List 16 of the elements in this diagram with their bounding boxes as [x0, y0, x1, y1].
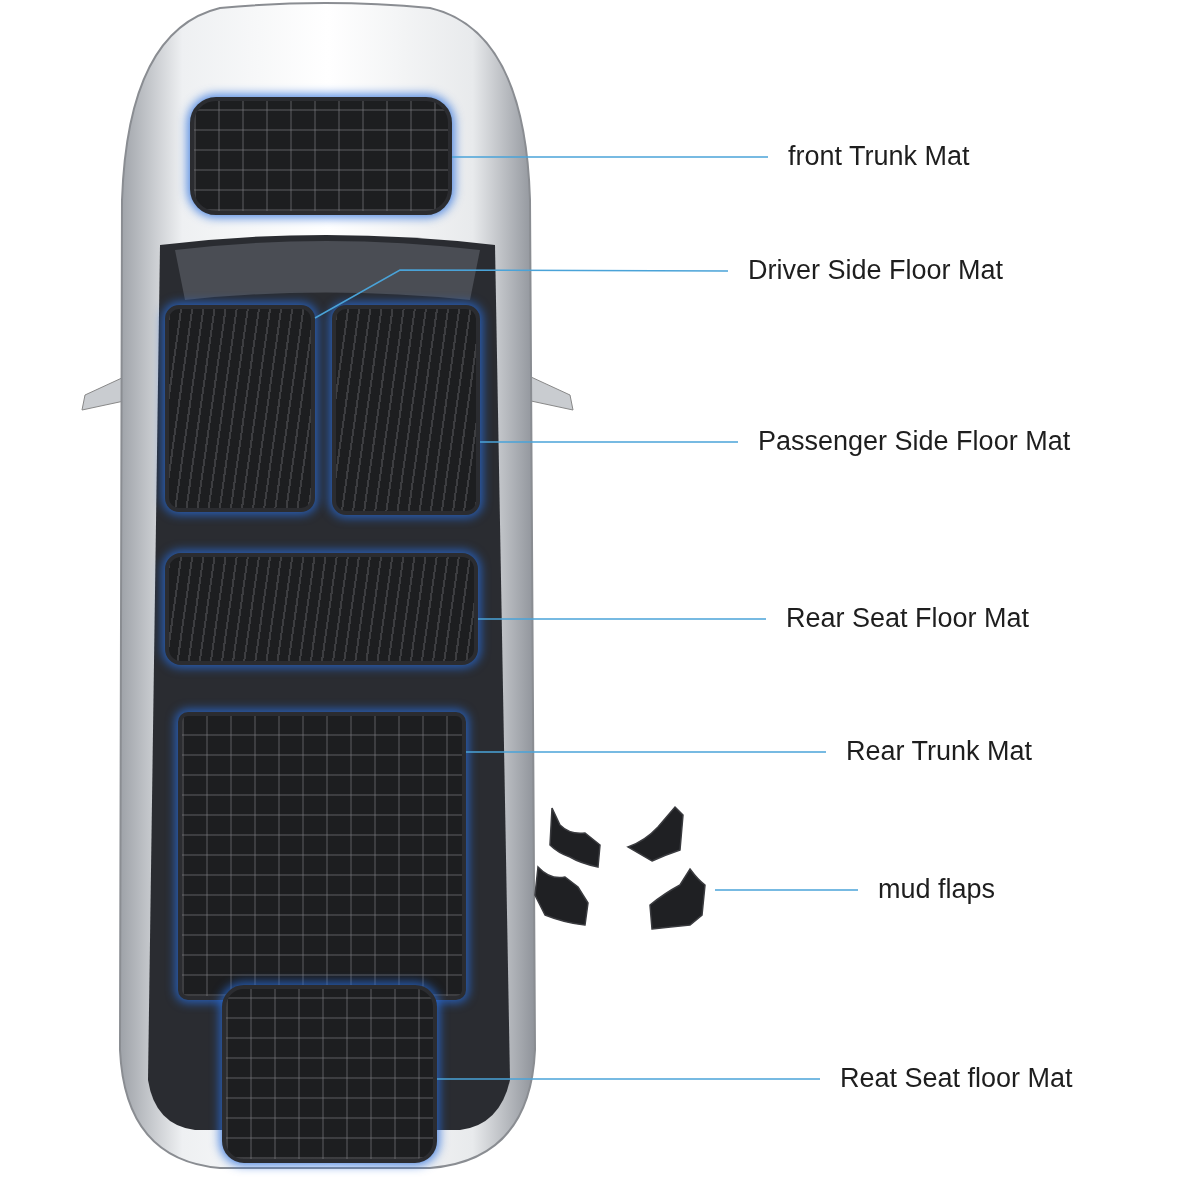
leader-line [714, 889, 859, 891]
rear-small-mat [222, 985, 437, 1163]
leader-line [465, 751, 827, 753]
leader-line [479, 441, 739, 443]
part-label: Passenger Side Floor Mat [758, 425, 1071, 457]
leader-line [451, 156, 769, 158]
part-label: Rear Trunk Mat [846, 735, 1033, 767]
part-label: Driver Side Floor Mat [748, 254, 1004, 286]
part-label: Reat Seat floor Mat [840, 1062, 1073, 1094]
leader-line [314, 269, 729, 319]
leader-line [436, 1078, 821, 1080]
part-label: mud flaps [878, 873, 996, 905]
part-label: Rear Seat Floor Mat [786, 602, 1030, 634]
part-label: front Trunk Mat [788, 140, 970, 172]
front-trunk-mat [190, 97, 452, 215]
leader-line [477, 618, 767, 620]
